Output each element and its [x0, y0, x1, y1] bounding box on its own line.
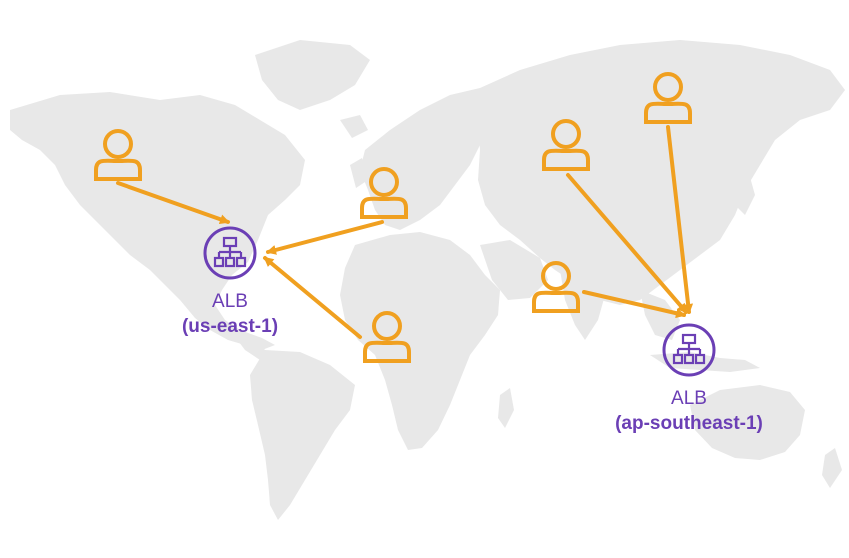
load-balancer-icon — [662, 323, 716, 377]
user-icon — [360, 167, 408, 219]
alb-region: (ap-southeast-1) — [615, 413, 763, 434]
load-balancer-icon — [203, 226, 257, 280]
connection-arrows — [116, 125, 694, 339]
user-icon — [94, 129, 142, 181]
arrow-north-america-to-us-east — [116, 181, 230, 225]
user-icon — [542, 119, 590, 171]
alb-label-ap-southeast: ALB (ap-southeast-1) — [589, 387, 789, 437]
alb-name: ALB — [671, 388, 707, 409]
arrow-russia-east-to-ap-southeast — [666, 125, 694, 314]
arrow-europe-to-us-east — [266, 220, 384, 255]
user-icon — [363, 311, 411, 363]
user-icon — [532, 261, 580, 313]
arrow-russia-west-to-ap-southeast — [566, 173, 688, 314]
user-icon — [644, 72, 692, 124]
alb-region: (us-east-1) — [181, 316, 279, 337]
world-map — [10, 40, 845, 520]
alb-name: ALB — [212, 291, 248, 312]
arrow-india-to-ap-southeast — [582, 290, 686, 319]
arrow-africa-to-us-east — [263, 256, 362, 339]
users — [94, 72, 692, 363]
alb-label-us-east: ALB (us-east-1) — [130, 290, 330, 340]
